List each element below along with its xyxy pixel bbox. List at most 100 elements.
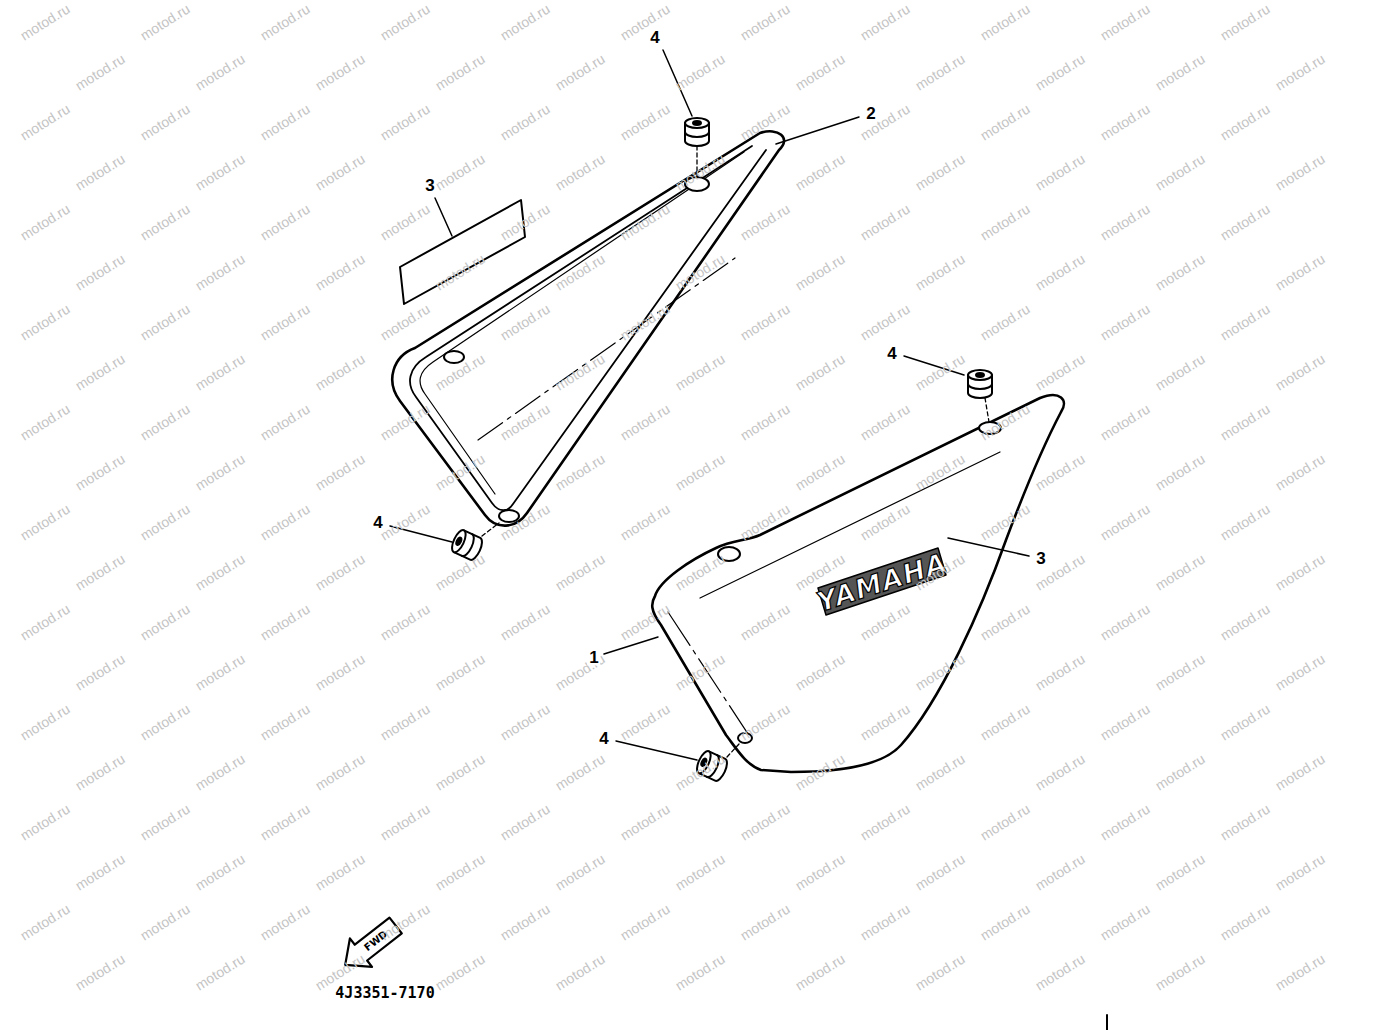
watermark: motod.ru bbox=[73, 551, 127, 592]
callout-number: 4 bbox=[597, 730, 610, 747]
callout-number: 2 bbox=[864, 105, 877, 122]
watermark: motod.ru bbox=[978, 601, 1032, 642]
watermark: motod.ru bbox=[313, 351, 367, 392]
watermark: motod.ru bbox=[1153, 51, 1207, 92]
side-cover-right bbox=[652, 395, 1064, 772]
watermark: motod.ru bbox=[1218, 601, 1272, 642]
watermark: motod.ru bbox=[1033, 151, 1087, 192]
watermark: motod.ru bbox=[1218, 101, 1272, 142]
watermark: motod.ru bbox=[378, 801, 432, 842]
watermark: motod.ru bbox=[913, 451, 967, 492]
callout-number: 4 bbox=[648, 29, 661, 46]
watermark: motod.ru bbox=[618, 1, 672, 42]
watermark: motod.ru bbox=[1098, 101, 1152, 142]
watermark: motod.ru bbox=[258, 501, 312, 542]
watermark: motod.ru bbox=[1273, 451, 1327, 492]
watermark: motod.ru bbox=[1273, 351, 1327, 392]
watermark: motod.ru bbox=[1098, 401, 1152, 442]
watermark: motod.ru bbox=[738, 1, 792, 42]
watermark: motod.ru bbox=[258, 101, 312, 142]
watermark: motod.ru bbox=[978, 1, 1032, 42]
watermark: motod.ru bbox=[138, 601, 192, 642]
watermark: motod.ru bbox=[258, 401, 312, 442]
watermark: motod.ru bbox=[738, 101, 792, 142]
watermark: motod.ru bbox=[313, 751, 367, 792]
watermark: motod.ru bbox=[73, 51, 127, 92]
watermark: motod.ru bbox=[433, 651, 487, 692]
watermark: motod.ru bbox=[793, 851, 847, 892]
watermark: motod.ru bbox=[553, 151, 607, 192]
watermark: motod.ru bbox=[313, 851, 367, 892]
watermark: motod.ru bbox=[498, 101, 552, 142]
watermark: motod.ru bbox=[1033, 251, 1087, 292]
watermark: motod.ru bbox=[858, 301, 912, 342]
watermark: motod.ru bbox=[553, 851, 607, 892]
watermark: motod.ru bbox=[553, 51, 607, 92]
cover-inner-rim bbox=[420, 152, 744, 494]
watermark: motod.ru bbox=[433, 451, 487, 492]
watermark: motod.ru bbox=[313, 451, 367, 492]
watermark: motod.ru bbox=[858, 901, 912, 942]
watermark: motod.ru bbox=[498, 301, 552, 342]
watermark: motod.ru bbox=[18, 701, 72, 742]
watermark: motod.ru bbox=[258, 601, 312, 642]
watermark: motod.ru bbox=[978, 401, 1032, 442]
watermark: motod.ru bbox=[1273, 251, 1327, 292]
watermark: motod.ru bbox=[258, 801, 312, 842]
watermark: motod.ru bbox=[193, 251, 247, 292]
watermark: motod.ru bbox=[378, 901, 432, 942]
watermark: motod.ru bbox=[18, 501, 72, 542]
watermark: motod.ru bbox=[738, 201, 792, 242]
callout-number: 3 bbox=[423, 177, 436, 194]
watermark: motod.ru bbox=[73, 151, 127, 192]
watermark: motod.ru bbox=[378, 501, 432, 542]
watermark: motod.ru bbox=[1098, 901, 1152, 942]
watermark: motod.ru bbox=[193, 651, 247, 692]
watermark: motod.ru bbox=[1273, 151, 1327, 192]
watermark: motod.ru bbox=[793, 51, 847, 92]
watermark: motod.ru bbox=[73, 251, 127, 292]
watermark: motod.ru bbox=[378, 1, 432, 42]
watermark: motod.ru bbox=[1218, 501, 1272, 542]
leader-line bbox=[616, 741, 697, 760]
watermark: motod.ru bbox=[553, 551, 607, 592]
watermark: motod.ru bbox=[978, 301, 1032, 342]
watermark: motod.ru bbox=[1273, 551, 1327, 592]
watermark: motod.ru bbox=[138, 1, 192, 42]
watermark: motod.ru bbox=[738, 401, 792, 442]
cover-crease bbox=[700, 452, 1000, 598]
watermark: motod.ru bbox=[18, 101, 72, 142]
watermark: motod.ru bbox=[738, 501, 792, 542]
watermark: motod.ru bbox=[1033, 651, 1087, 692]
mount-hole bbox=[444, 351, 464, 363]
watermark: motod.ru bbox=[673, 251, 727, 292]
watermark: motod.ru bbox=[978, 901, 1032, 942]
watermark: motod.ru bbox=[193, 551, 247, 592]
watermark: motod.ru bbox=[858, 701, 912, 742]
watermark: motod.ru bbox=[18, 601, 72, 642]
watermark: motod.ru bbox=[1218, 301, 1272, 342]
watermark: motod.ru bbox=[18, 201, 72, 242]
watermark: motod.ru bbox=[498, 801, 552, 842]
watermark: motod.ru bbox=[673, 151, 727, 192]
watermark: motod.ru bbox=[913, 51, 967, 92]
watermark: motod.ru bbox=[193, 151, 247, 192]
watermark: motod.ru bbox=[793, 151, 847, 192]
watermark: motod.ru bbox=[193, 851, 247, 892]
watermark: motod.ru bbox=[313, 651, 367, 692]
watermark: motod.ru bbox=[1098, 301, 1152, 342]
watermark: motod.ru bbox=[738, 301, 792, 342]
watermark: motod.ru bbox=[1033, 351, 1087, 392]
fitting-line bbox=[482, 523, 499, 536]
watermark: motod.ru bbox=[673, 951, 727, 992]
grommet bbox=[968, 370, 992, 398]
watermark: motod.ru bbox=[1153, 351, 1207, 392]
watermark: motod.ru bbox=[618, 201, 672, 242]
watermark: motod.ru bbox=[553, 451, 607, 492]
watermark: motod.ru bbox=[313, 551, 367, 592]
watermark: motod.ru bbox=[433, 851, 487, 892]
watermark: motod.ru bbox=[378, 301, 432, 342]
watermark: motod.ru bbox=[1098, 701, 1152, 742]
watermark: motod.ru bbox=[793, 351, 847, 392]
